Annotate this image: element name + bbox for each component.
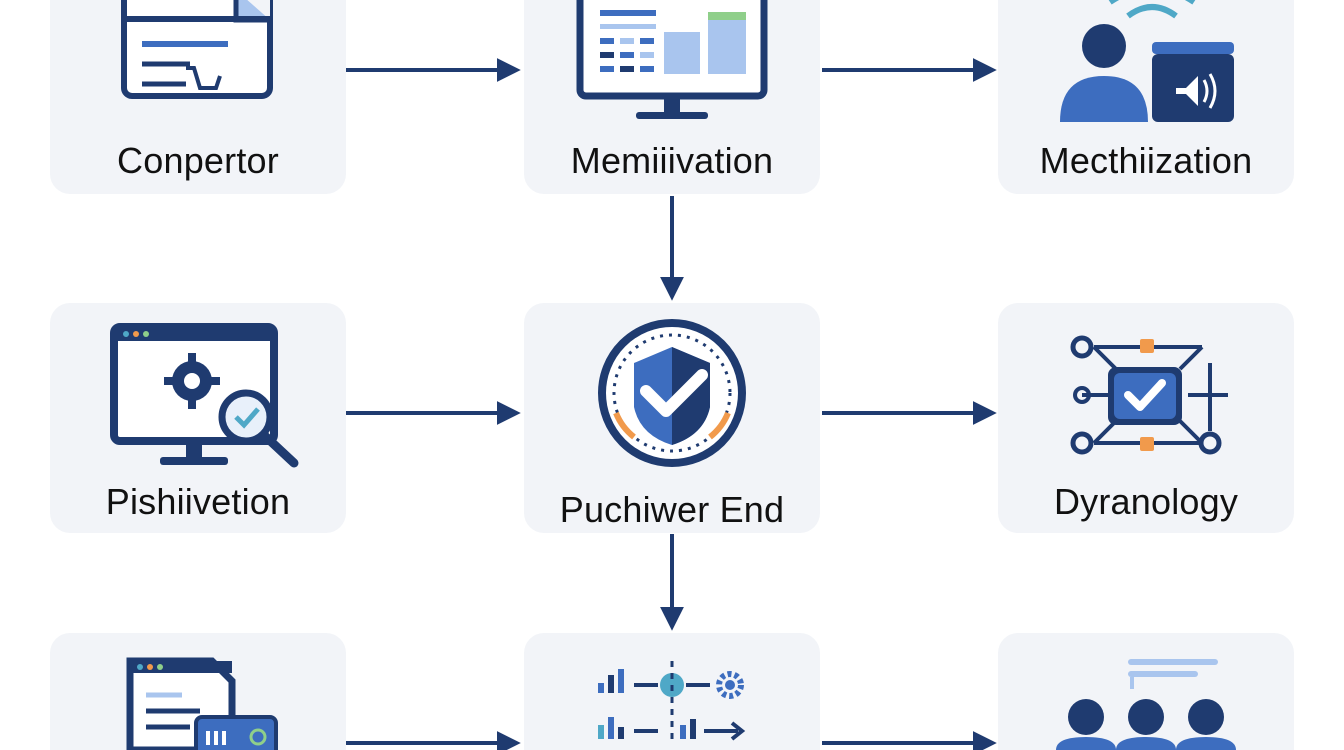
node-bottom-right [998,633,1294,750]
gear-icon [716,671,744,699]
monitor-dashboard-icon [576,0,768,119]
node-pishiivetion: Pishiivetion [50,303,346,533]
node-memiiivation: Memiiivation [524,0,820,194]
node-bottom-center [524,633,820,750]
node-label: Pishiivetion [105,481,291,522]
node-conpertor: Conpertor [50,0,346,194]
node-label: Memiiivation [570,140,774,181]
browser-cart-icon [121,0,273,99]
network-check-icon [1070,335,1228,455]
node-bottom-left [50,633,346,750]
user-wifi-speaker-icon [1060,0,1234,122]
analytics-flow-icon [598,661,746,743]
node-label: Conpertor [117,140,279,181]
gear-icon [164,353,220,409]
node-label: Puchiwer End [559,489,785,530]
magnifier-check-icon [218,389,299,468]
document-card-icon [126,657,278,750]
monitor-gear-search-icon [110,323,299,468]
node-label: Mecthiization [1039,140,1253,181]
node-puchiwer-end: Puchiwer End [524,303,820,533]
node-mecthiization: Mecthiization [998,0,1294,194]
team-icon [1056,659,1236,750]
node-dyranology: Dyranology [998,303,1294,533]
node-label: Dyranology [1053,481,1239,522]
check-badge-icon [598,319,746,467]
